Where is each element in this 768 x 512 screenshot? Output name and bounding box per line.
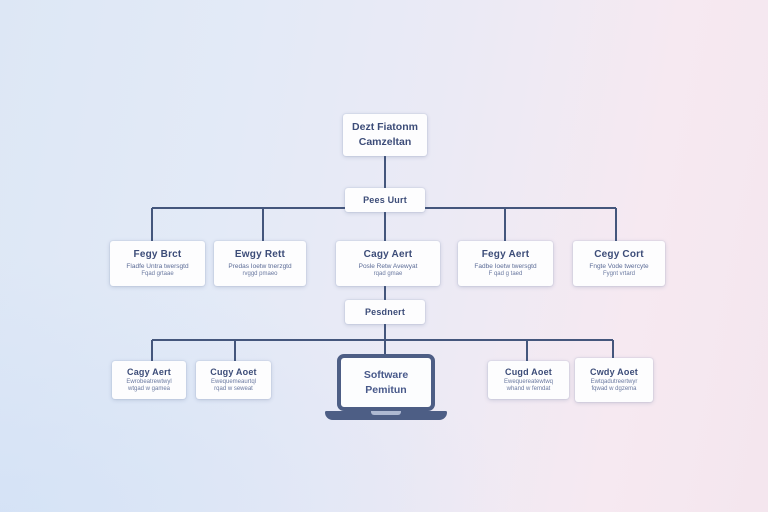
laptop-notch bbox=[371, 411, 401, 415]
node-subtext: rqad w seweat bbox=[214, 386, 253, 392]
node-subtext: Ewequemeaurtql bbox=[210, 378, 257, 385]
node-subtext: Fqad grtaae bbox=[141, 270, 174, 277]
laptop-screen-label: Software Pemitun bbox=[364, 368, 408, 397]
node-subtext: Ewrobeatrewtwyl bbox=[126, 378, 172, 385]
node-subtext: Ewtqadutreertwyr bbox=[590, 378, 638, 385]
node-subtext: rqad gmae bbox=[373, 270, 403, 277]
node-title: Fegy Aert bbox=[481, 248, 530, 260]
org-node-root-line2: Camzeltan bbox=[358, 136, 412, 148]
node-subtext: Fladfe Untra twersgtd bbox=[126, 262, 189, 270]
node-subtext: wtgad w gamea bbox=[127, 386, 171, 392]
org-node-bottom-4: Cwdy Aoet Ewtqadutreertwyr fqwad w dgzem… bbox=[575, 358, 653, 402]
node-subtext: F qad g taed bbox=[488, 270, 523, 277]
org-node-root-line1: Dezt Fiatonm bbox=[352, 120, 418, 133]
org-node-level2-label: Pees Uurt bbox=[363, 195, 407, 205]
node-title: Cagy Aert bbox=[127, 366, 171, 377]
org-node-bottom-1: Cagy Aert Ewrobeatrewtwyl wtgad w gamea bbox=[112, 361, 186, 399]
node-subtext: fqwad w dgzema bbox=[591, 386, 637, 392]
org-node-root: Dezt Fiatonm Camzeltan bbox=[343, 114, 427, 156]
org-node-level3: Pesdnert bbox=[345, 300, 425, 324]
org-node-bottom-3: Cugd Aoet Ewequereatewtwq whand w femdat bbox=[488, 361, 569, 399]
node-title: Cwdy Aoet bbox=[590, 366, 638, 377]
org-node-level3-label: Pesdnert bbox=[364, 307, 406, 317]
node-title: Ewgy Rett bbox=[234, 248, 286, 260]
laptop-icon: Software Pemitun bbox=[325, 352, 447, 422]
node-subtext: rvggd pmaeo bbox=[242, 270, 278, 277]
node-subtext: Fngte Vode twercyte bbox=[589, 262, 649, 270]
node-title: Cagy Aert bbox=[363, 248, 413, 260]
org-node-level2: Pees Uurt bbox=[345, 188, 425, 212]
org-node-mid-2: Ewgy Rett Predas Ioetw tnerzgtd rvggd pm… bbox=[214, 241, 306, 286]
node-title: Cugy Aoet bbox=[210, 366, 257, 377]
org-node-mid-3: Cagy Aert Posle Retw Avewyat rqad gmae bbox=[336, 241, 440, 286]
org-node-mid-5: Cegy Cort Fngte Vode twercyte Fygnt vrta… bbox=[573, 241, 665, 286]
laptop-label-line1: Software bbox=[363, 368, 409, 381]
laptop-screen: Software Pemitun bbox=[337, 354, 435, 411]
node-title: Cegy Cort bbox=[594, 248, 644, 260]
node-title: Fegy Brct bbox=[133, 248, 182, 260]
org-node-root-label: Dezt Fiatonm Camzeltan bbox=[352, 120, 418, 150]
node-subtext: Predas Ioetw tnerzgtd bbox=[228, 262, 292, 270]
org-node-mid-1: Fegy Brct Fladfe Untra twersgtd Fqad grt… bbox=[110, 241, 205, 286]
node-subtext: whand w femdat bbox=[506, 386, 551, 392]
laptop-base bbox=[325, 411, 447, 420]
org-node-mid-4: Fegy Aert Fadbe Ioetw twersgtd F qad g t… bbox=[458, 241, 553, 286]
laptop-label-line2: Pemitun bbox=[365, 383, 407, 396]
node-subtext: Fadbe Ioetw twersgtd bbox=[474, 262, 537, 270]
node-title: Cugd Aoet bbox=[505, 366, 552, 377]
org-node-bottom-2: Cugy Aoet Ewequemeaurtql rqad w seweat bbox=[196, 361, 271, 399]
node-subtext: Fygnt vrtard bbox=[602, 270, 635, 277]
node-subtext: Ewequereatewtwq bbox=[503, 378, 554, 385]
node-subtext: Posle Retw Avewyat bbox=[358, 262, 418, 270]
